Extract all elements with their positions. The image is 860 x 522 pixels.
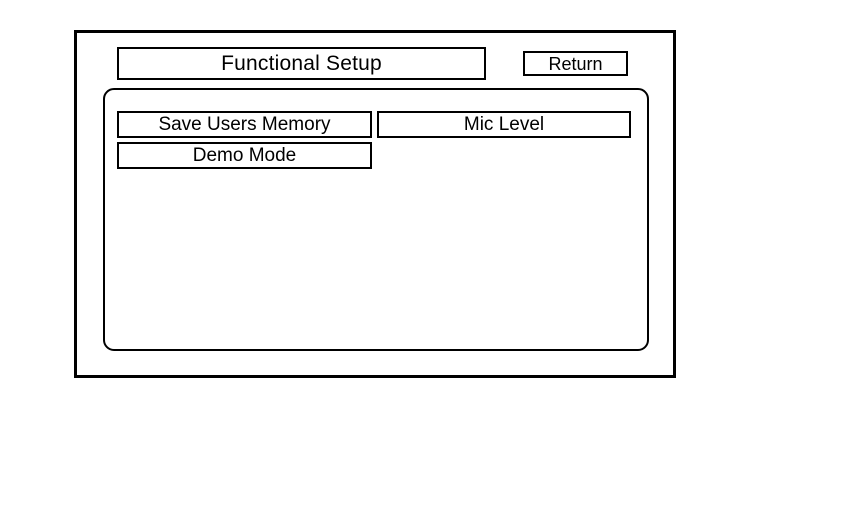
- device-screen-frame: Functional Setup Return Save Users Memor…: [74, 30, 676, 378]
- menu-item-label: Mic Level: [463, 114, 545, 135]
- menu-item-label: Demo Mode: [192, 145, 297, 166]
- menu-item-mic-level[interactable]: Mic Level: [377, 111, 631, 138]
- screen-header: Functional Setup Return: [77, 33, 673, 91]
- menu-slot-empty: [377, 142, 631, 169]
- menu-grid: Save Users Memory Mic Level Demo Mode: [117, 111, 631, 173]
- menu-item-save-users-memory[interactable]: Save Users Memory: [117, 111, 372, 138]
- menu-item-demo-mode[interactable]: Demo Mode: [117, 142, 372, 169]
- menu-row: Save Users Memory Mic Level: [117, 111, 631, 138]
- content-panel: Save Users Memory Mic Level Demo Mode: [103, 88, 649, 351]
- menu-row: Demo Mode: [117, 142, 631, 169]
- page-title-label: Functional Setup: [221, 52, 382, 75]
- return-button-label: Return: [548, 53, 603, 74]
- page-title: Functional Setup: [117, 47, 486, 80]
- menu-item-label: Save Users Memory: [158, 114, 331, 135]
- return-button[interactable]: Return: [523, 51, 628, 76]
